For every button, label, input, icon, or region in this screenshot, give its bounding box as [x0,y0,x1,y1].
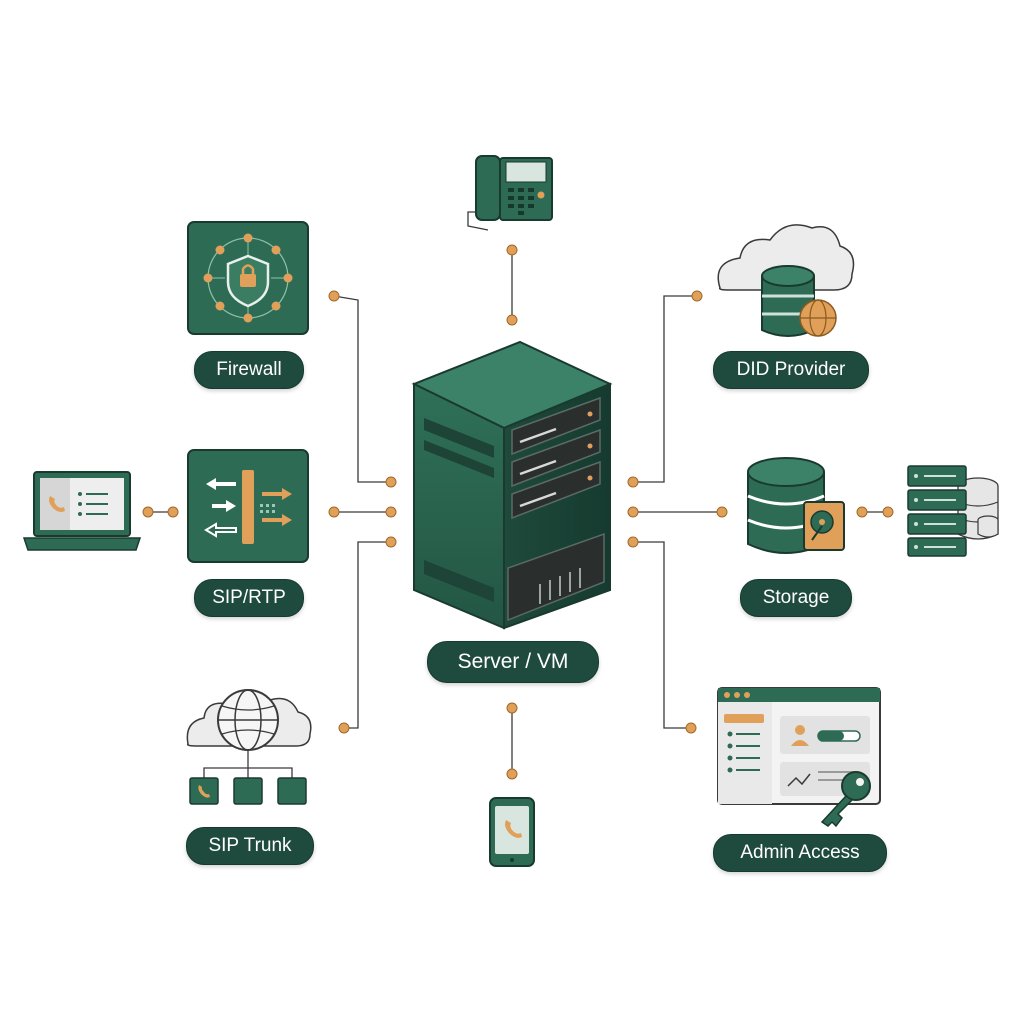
admin-access-label: Admin Access [713,834,887,872]
mobile-phone-icon [489,797,535,867]
globe-cloud-icon [186,689,312,805]
laptop-softphone-icon [22,471,142,551]
firewall-label: Firewall [194,351,304,389]
connector-sip-trunk [344,541,391,729]
connector-did [633,295,697,483]
did-provider-label: DID Provider [713,351,869,389]
sip-rtp-label: SIP/RTP [194,579,304,617]
cloud-database-icon [717,224,855,337]
shield-lock-icon [187,221,309,335]
server-vm-label: Server / VM [427,641,599,683]
traffic-arrows-icon [187,449,309,563]
server-rack-icon [411,340,613,630]
connector-lines [148,250,888,774]
admin-panel-icon [717,687,881,828]
connector-firewall [333,295,391,483]
connector-dots [142,244,894,780]
database-disk-icon [747,457,845,554]
server-stack-icon [907,465,999,557]
storage-label: Storage [740,579,852,617]
sip-trunk-label: SIP Trunk [186,827,314,865]
desk-phone-icon [467,155,553,231]
connector-admin [633,541,691,729]
